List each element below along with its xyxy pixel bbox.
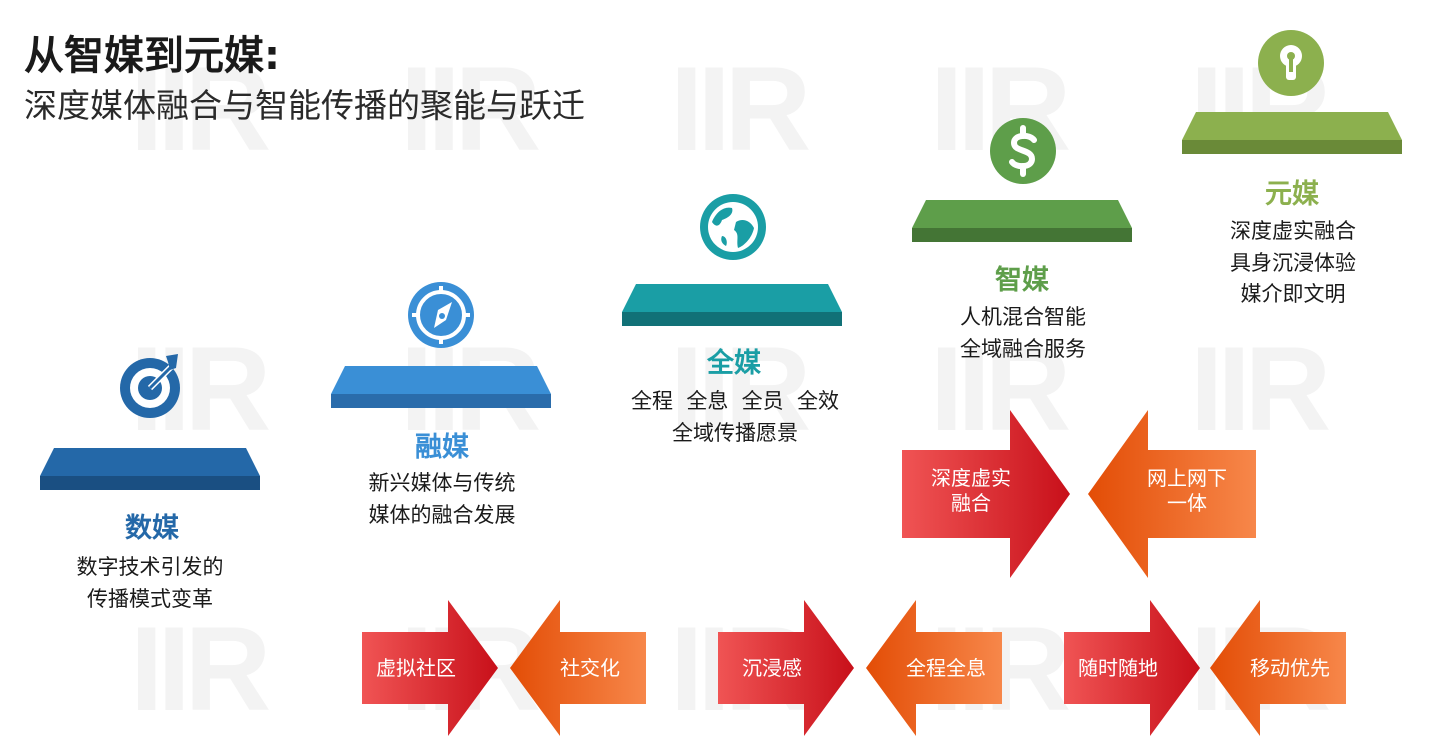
stage-title: 数媒 <box>125 513 179 544</box>
stage-platform <box>1182 112 1402 154</box>
dollar-icon <box>988 116 1058 186</box>
arrow-label: 随时随地 <box>1078 656 1158 680</box>
stage-desc: 新兴媒体与传统 媒体的融合发展 <box>368 471 516 527</box>
arrow-label: 全程全息 <box>906 656 986 680</box>
arrow-left-orange <box>1210 600 1346 736</box>
stage-platform <box>912 200 1132 242</box>
stage-title: 元媒 <box>1265 179 1319 210</box>
stage-desc: 人机混合智能 全域融合服务 <box>960 305 1086 361</box>
arrow-label: 虚拟社区 <box>376 656 456 680</box>
target-icon <box>116 350 184 418</box>
arrow-left-orange <box>866 600 1002 736</box>
arrow-right-red <box>362 600 498 736</box>
stage-platform <box>622 284 842 326</box>
arrow-label: 网上网下 一体 <box>1147 466 1227 515</box>
arrow-right-red <box>718 600 854 736</box>
stage-desc: 全程 全息 全员 全效 全域传播愿景 <box>630 389 840 445</box>
compass-icon <box>406 280 476 350</box>
arrow-label: 沉浸感 <box>742 656 802 680</box>
keyhole-icon <box>1256 28 1326 98</box>
stage-platform <box>331 366 551 408</box>
arrow-left-orange <box>510 600 646 736</box>
arrow-label: 深度虚实 融合 <box>931 466 1011 515</box>
arrow-label: 移动优先 <box>1250 656 1330 680</box>
globe-icon <box>698 192 768 262</box>
stage-platform <box>40 448 260 490</box>
page-title: 从智媒到元媒: <box>24 33 280 79</box>
stage-desc: 数字技术引发的 传播模式变革 <box>76 555 224 611</box>
stage-title: 全媒 <box>707 348 761 379</box>
stage-title: 融媒 <box>415 432 469 463</box>
page-subtitle: 深度媒体融合与智能传播的聚能与跃迁 <box>24 86 585 125</box>
arrow-label: 社交化 <box>560 656 620 680</box>
stage-desc: 深度虚实融合 具身沉浸体验 媒介即文明 <box>1230 219 1356 306</box>
stage-title: 智媒 <box>995 265 1049 296</box>
arrow-right-red <box>902 410 1070 578</box>
arrow-left-orange <box>1088 410 1256 578</box>
arrow-right-red <box>1064 600 1200 736</box>
